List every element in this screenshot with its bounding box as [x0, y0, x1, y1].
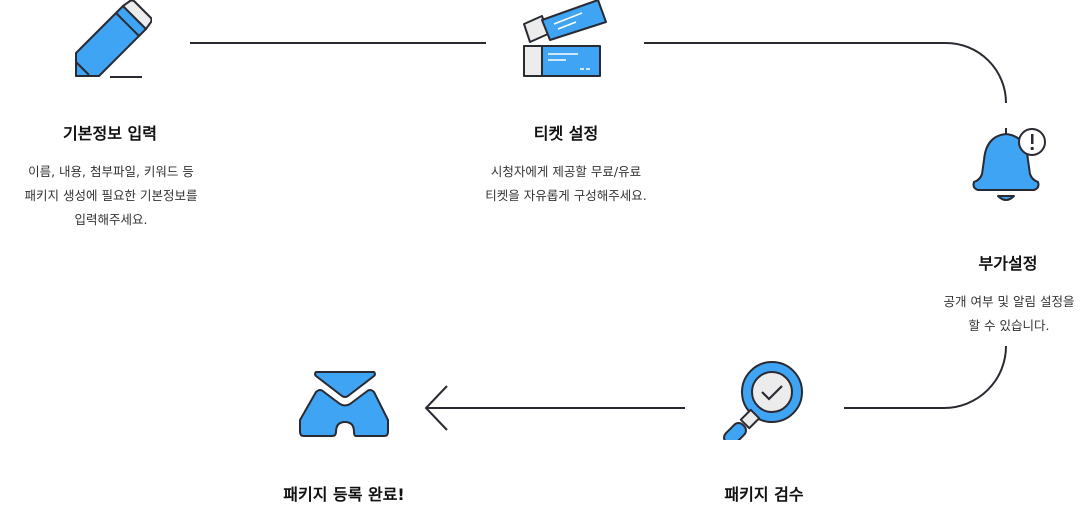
connector-3-4: [844, 345, 1007, 409]
magnifier-check-icon: [723, 361, 803, 440]
step-title-basic-info: 기본정보 입력: [63, 124, 157, 143]
package-logo-icon: [299, 371, 389, 437]
bell-alert-icon: [972, 128, 1046, 201]
step-title-extra-settings: 부가설정: [978, 254, 1038, 273]
step-title-ticket: 티켓 설정: [533, 124, 599, 143]
pencil-icon: [75, 0, 152, 78]
arrow-head-icon: [424, 385, 448, 431]
step-desc-extra-settings: 공개 여부 및 알림 설정을 할 수 있습니다.: [943, 294, 1075, 333]
connector-2-3: [644, 42, 1007, 104]
step-title-complete: 패키지 등록 완료!: [283, 485, 405, 504]
ticket-icon: [523, 0, 607, 77]
step-desc-basic-info: 이름, 내용, 첨부파일, 키워드 등 패키지 생성에 필요한 기본정보를 입력…: [24, 164, 198, 227]
step-desc-ticket: 시청자에게 제공할 무료/유료 티켓을 자유롭게 구성해주세요.: [485, 164, 647, 203]
step-title-review: 패키지 검수: [724, 485, 804, 504]
